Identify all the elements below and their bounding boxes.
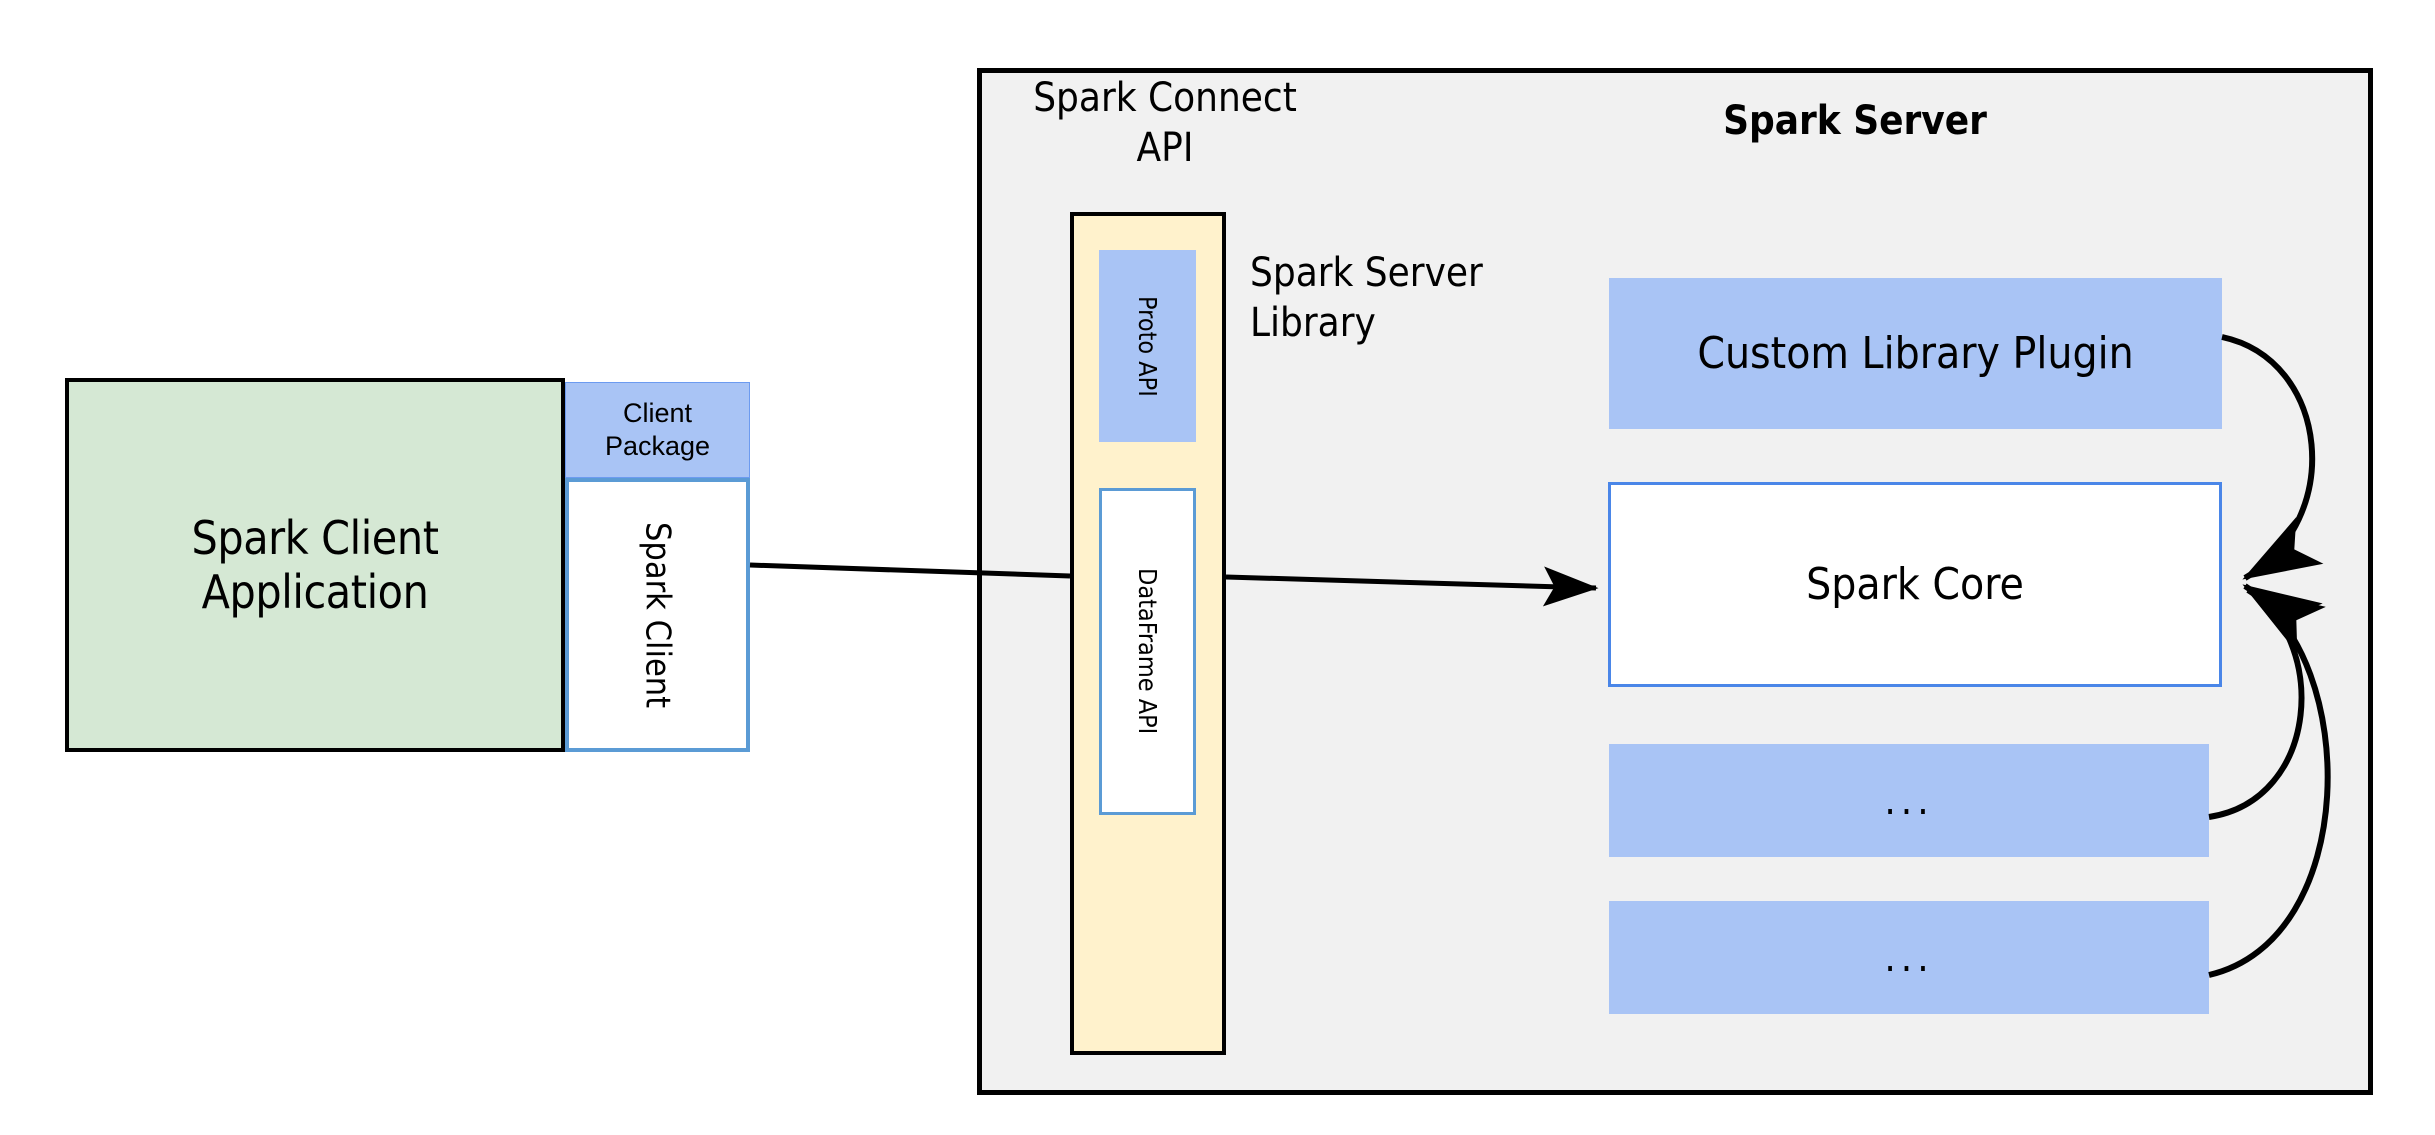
proto-api-label: Proto API bbox=[1133, 295, 1162, 397]
spark-client-box[interactable]: Spark Client bbox=[565, 478, 750, 752]
custom-library-plugin-box[interactable]: Custom Library Plugin bbox=[1609, 278, 2222, 429]
spark-server-title: Spark Server bbox=[1723, 98, 1987, 144]
spark-core-box[interactable]: Spark Core bbox=[1608, 482, 2222, 687]
ellipsis-1-label: ... bbox=[1884, 777, 1934, 824]
ellipsis-2-label: ... bbox=[1884, 934, 1934, 981]
spark-core-label: Spark Core bbox=[1806, 559, 2024, 610]
dataframe-api-box[interactable]: DataFrame API bbox=[1099, 488, 1196, 815]
server-component-ellipsis-1[interactable]: ... bbox=[1609, 744, 2209, 857]
custom-library-plugin-label: Custom Library Plugin bbox=[1697, 328, 2134, 379]
dataframe-api-label: DataFrame API bbox=[1133, 568, 1162, 735]
spark-client-label: Spark Client bbox=[637, 521, 678, 709]
proto-api-box[interactable]: Proto API bbox=[1099, 250, 1196, 442]
server-component-ellipsis-2[interactable]: ... bbox=[1609, 901, 2209, 1014]
